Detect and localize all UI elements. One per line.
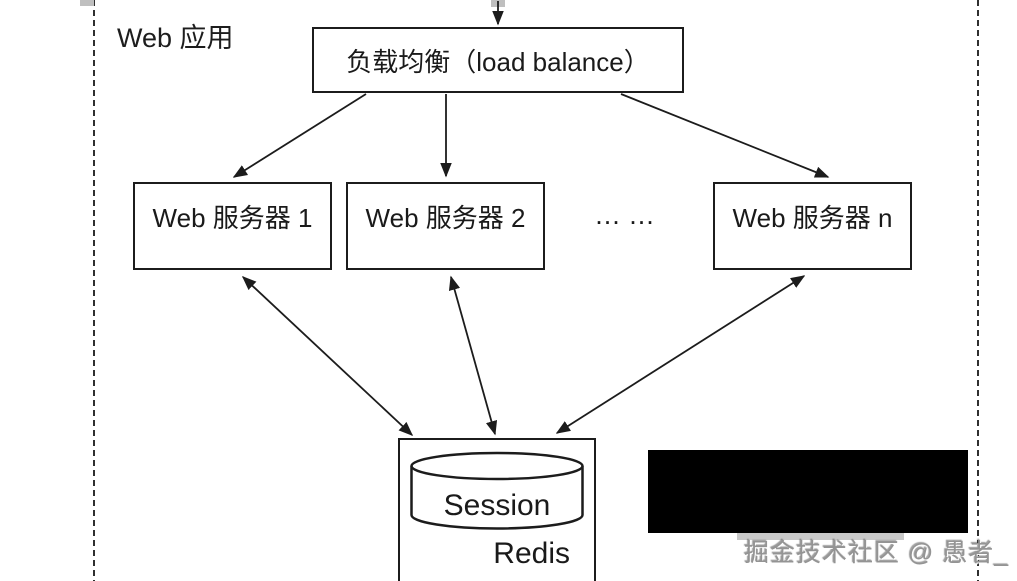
web-server-1-box: Web 服务器 1 bbox=[133, 182, 332, 270]
arrow-server-n-redis-bidirectional bbox=[555, 275, 806, 434]
cropped-content-fragment bbox=[80, 0, 94, 6]
arrow-server2-redis-bidirectional bbox=[448, 275, 498, 436]
arrow-lb-to-server-n bbox=[620, 93, 830, 178]
web-server-n-label: Web 服务器 n bbox=[732, 203, 893, 233]
redis-session-store-box: Session Redis bbox=[398, 438, 596, 581]
redis-label: Redis bbox=[493, 537, 570, 570]
arrow-lb-to-server1 bbox=[232, 93, 367, 178]
arrow-server1-redis-bidirectional bbox=[241, 276, 414, 436]
redaction-overlay-strip bbox=[737, 533, 904, 540]
web-server-1-label: Web 服务器 1 bbox=[152, 203, 313, 233]
load-balancer-box: 负载均衡（load balance） bbox=[312, 27, 684, 93]
more-servers-ellipsis: ... ... bbox=[595, 200, 655, 230]
web-app-boundary-label: Web 应用 bbox=[117, 23, 234, 53]
watermark: 掘金技术社区 @ 愚者_ bbox=[744, 539, 1010, 567]
redaction-overlay bbox=[648, 450, 968, 533]
database-cylinder-icon bbox=[410, 451, 584, 530]
web-server-2-label: Web 服务器 2 bbox=[365, 203, 526, 233]
web-server-2-box: Web 服务器 2 bbox=[346, 182, 545, 270]
load-balancer-label: 负载均衡（load balance） bbox=[346, 46, 650, 77]
web-server-n-box: Web 服务器 n bbox=[713, 182, 912, 270]
session-label: Session bbox=[443, 489, 551, 522]
cropped-content-fragment bbox=[491, 0, 505, 7]
